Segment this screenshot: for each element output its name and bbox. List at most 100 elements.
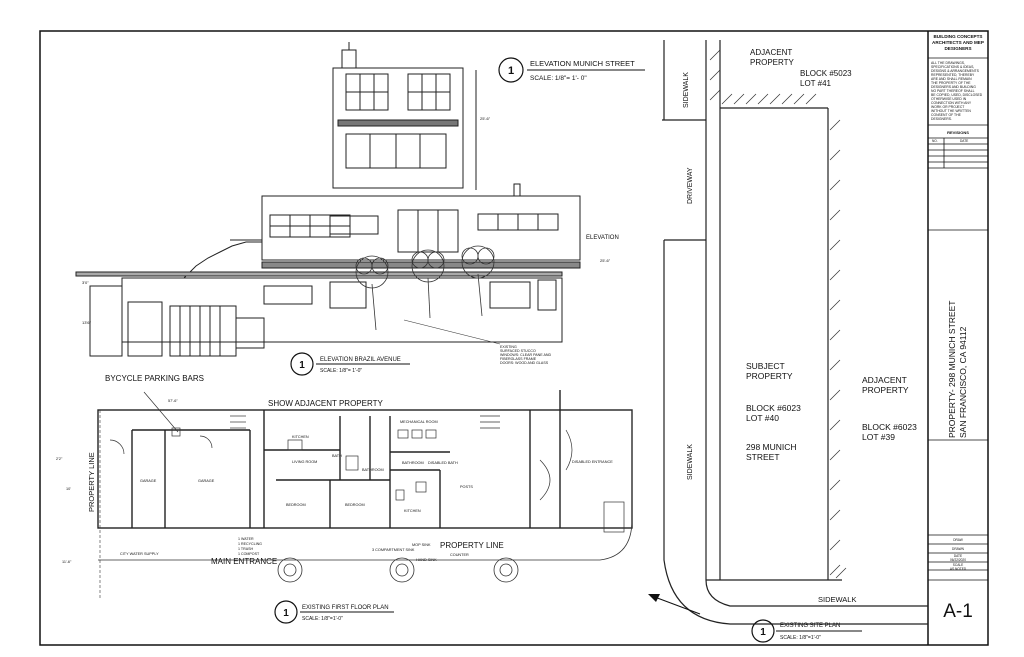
svg-text:STREET: STREET (746, 452, 780, 462)
elevation-brazil-drawing (75, 183, 581, 357)
sidewalk-top-label: SIDEWALK (683, 72, 690, 108)
svg-text:AS NOTED: AS NOTED (950, 567, 967, 571)
elevation-munich-label: 1 ELEVATION MUNICH STREET SCALE: 1/8"= 1… (498, 57, 645, 83)
first-floor-title: EXISTING FIRST FLOOR PLAN (302, 605, 389, 611)
svg-text:ADJACENT: ADJACENT (862, 375, 907, 385)
site-hatch (709, 49, 847, 579)
svg-text:ARE AND SHALL REMAIN: ARE AND SHALL REMAIN (931, 77, 972, 81)
svg-text:CONSENT OF THE: CONSENT OF THE (931, 113, 962, 117)
elevation-brazil-scale: SCALE: 1/8"= 1'-0" (320, 368, 362, 374)
svg-text:WITHOUT THE WRITTEN: WITHOUT THE WRITTEN (931, 109, 971, 113)
revision-no-header: NO. (932, 139, 938, 143)
living-room-label: LIVING ROOM (292, 460, 317, 464)
dim-bottom: 11'-6" (62, 560, 72, 564)
site-block-right: BLOCK #6023 LOT #39 (862, 422, 917, 442)
sheet-number: A-1 (943, 601, 973, 622)
svg-text:LOT #41: LOT #41 (800, 79, 832, 88)
site-plan-label: 1 EXISTING SITE PLAN SCALE: 1/8"=1'-0" (751, 619, 862, 643)
svg-text:DESIGNERS.: DESIGNERS. (931, 117, 952, 121)
property-address: PROPERTY- 298 MUNICH STREET SAN FRANCISC… (947, 301, 968, 438)
title-meta: DRAW DRAWN DATE 06/22/2020 SCALE AS NOTE… (950, 538, 967, 571)
svg-text:NO PART THEREOF SHALL: NO PART THEREOF SHALL (931, 89, 975, 93)
bathroom-2-label: BATHROOM (402, 461, 424, 465)
dim-top: 57'-6" (168, 399, 178, 403)
garage-1-label: GARAGE (140, 479, 157, 483)
svg-text:BLOCK #6023: BLOCK #6023 (862, 422, 917, 432)
site-plan-number: 1 (760, 627, 766, 638)
bicycle-label: BYCYCLE PARKING BARS (105, 374, 204, 383)
hand-sink-label: HAND SINK (416, 558, 437, 562)
svg-text:PROPERTY: PROPERTY (862, 385, 909, 395)
svg-text:SPECIFICATIONS & IDEAS,: SPECIFICATIONS & IDEAS, (931, 65, 974, 69)
bedroom-1-label: BEDROOM (286, 503, 306, 507)
svg-text:THE PROPERTY OF THE: THE PROPERTY OF THE (931, 81, 971, 85)
disabled-entrance-label: DISABLED ENTRANCE (572, 460, 613, 464)
site-adjacent-top: ADJACENT PROPERTY (750, 48, 795, 67)
dim-lower: 25'-6" (600, 258, 611, 263)
svg-text:ADJACENT: ADJACENT (750, 48, 792, 57)
svg-text:DESIGNERS AND BUILDING: DESIGNERS AND BUILDING (931, 85, 976, 89)
site-adjacent-right: ADJACENT PROPERTY (862, 375, 909, 395)
svg-text:OTHERWISE USED IN: OTHERWISE USED IN (931, 97, 967, 101)
show-adjacent-label: SHOW ADJACENT PROPERTY (268, 399, 384, 408)
svg-text:CONNECTION WITH ANY: CONNECTION WITH ANY (931, 101, 972, 105)
dim-left-a: 3'0" (82, 280, 89, 285)
svg-text:SCALE: SCALE (953, 563, 963, 567)
site-plan-title: EXISTING SITE PLAN (780, 623, 840, 629)
elevation-note: EXISTING SURFACED STUCCO WINDOWS: CLEAR … (500, 345, 551, 365)
disabled-bath-label: DISABLED BATH (428, 461, 458, 465)
svg-text:BLOCK #6023: BLOCK #6023 (746, 403, 801, 413)
svg-text:WORK OR PROJECT: WORK OR PROJECT (931, 105, 964, 109)
svg-text:SAN FRANCISCO, CA 94112: SAN FRANCISCO, CA 94112 (958, 326, 968, 438)
sidewalk-left-label: SIDEWALK (687, 444, 694, 480)
svg-text:DRAW: DRAW (953, 538, 963, 542)
svg-text:WINDOWS: CLEAR PANE AND: WINDOWS: CLEAR PANE AND (500, 353, 551, 357)
bath-label: BATH (332, 454, 342, 458)
svg-text:DESIGNS & ARRANGEMENTS: DESIGNS & ARRANGEMENTS (931, 69, 980, 73)
title-block (928, 57, 988, 581)
site-subject-property: SUBJECT PROPERTY (746, 361, 793, 381)
trees-elevation (355, 245, 495, 331)
kitchen-label: KITCHEN (292, 435, 309, 439)
dim-left: 2'2" (56, 457, 63, 461)
svg-text:BLOCK #5023: BLOCK #5023 (800, 69, 852, 78)
svg-text:PROPERTY: PROPERTY (750, 58, 795, 67)
elevation-brazil-label: 1 ELEVATION BRAZIL AVENUE SCALE: 1/8"= 1… (290, 352, 410, 376)
svg-text:DRAWN: DRAWN (952, 547, 965, 551)
first-floor-number: 1 (283, 608, 289, 619)
firm-name: BUILDING CONCEPTS ARCHITECTS AND MEP DES… (932, 34, 984, 51)
bedroom-2-label: BEDROOM (345, 503, 365, 507)
svg-text:1 WATER: 1 WATER (238, 537, 254, 541)
svg-text:PROPERTY: PROPERTY (746, 371, 793, 381)
site-block-top: BLOCK #5023 LOT #41 (800, 69, 852, 88)
mechanical-room-label: MECHANICAL ROOM (400, 420, 438, 424)
property-line-horizontal: PROPERTY LINE (440, 541, 504, 550)
disclaimer: ALL THE DRAWINGS, SPECIFICATIONS & IDEAS… (931, 61, 983, 121)
elevation-munich-scale: SCALE: 1/8"= 1'- 0" (530, 75, 587, 82)
sidewalk-bottom-label: SIDEWALK (818, 595, 856, 604)
elevation-brazil-number: 1 (299, 360, 305, 371)
compartment-sink-label: 3 COMPARTMENT SINK (372, 548, 415, 552)
trees-plan (277, 557, 519, 583)
svg-text:EXISTING: EXISTING (500, 345, 517, 349)
elevation-munich-drawing (332, 42, 477, 190)
mop-sink-label: MOP SINK (412, 543, 431, 547)
trash-label: 1 WATER 1 RECYCLING 1 TRASH 1 COMPOST (238, 537, 262, 556)
floor-plan-details (109, 391, 625, 533)
svg-text:298 MUNICH: 298 MUNICH (746, 442, 797, 452)
svg-text:06/22/2020: 06/22/2020 (950, 558, 966, 562)
revisions-label: REVISIONS (947, 130, 969, 135)
north-arrow-icon (648, 594, 701, 615)
dim-upper: 25'-6" (480, 116, 491, 121)
svg-text:LOT #39: LOT #39 (862, 432, 895, 442)
first-floor-label: 1 EXISTING FIRST FLOOR PLAN SCALE: 1/8"=… (274, 600, 394, 624)
dim-left-2: 10' (66, 487, 71, 491)
elevation-munich-number: 1 (508, 65, 514, 77)
svg-text:PROPERTY- 298 MUNICH STREET: PROPERTY- 298 MUNICH STREET (947, 301, 957, 438)
main-entrance-label: MAIN ENTRANCE (211, 557, 277, 566)
svg-text:BUILDING CONCEPTS: BUILDING CONCEPTS (933, 34, 982, 39)
elevation-munich-title: ELEVATION MUNICH STREET (530, 59, 635, 68)
svg-text:LOT #40: LOT #40 (746, 413, 779, 423)
revision-date-header: DATE (960, 139, 968, 143)
